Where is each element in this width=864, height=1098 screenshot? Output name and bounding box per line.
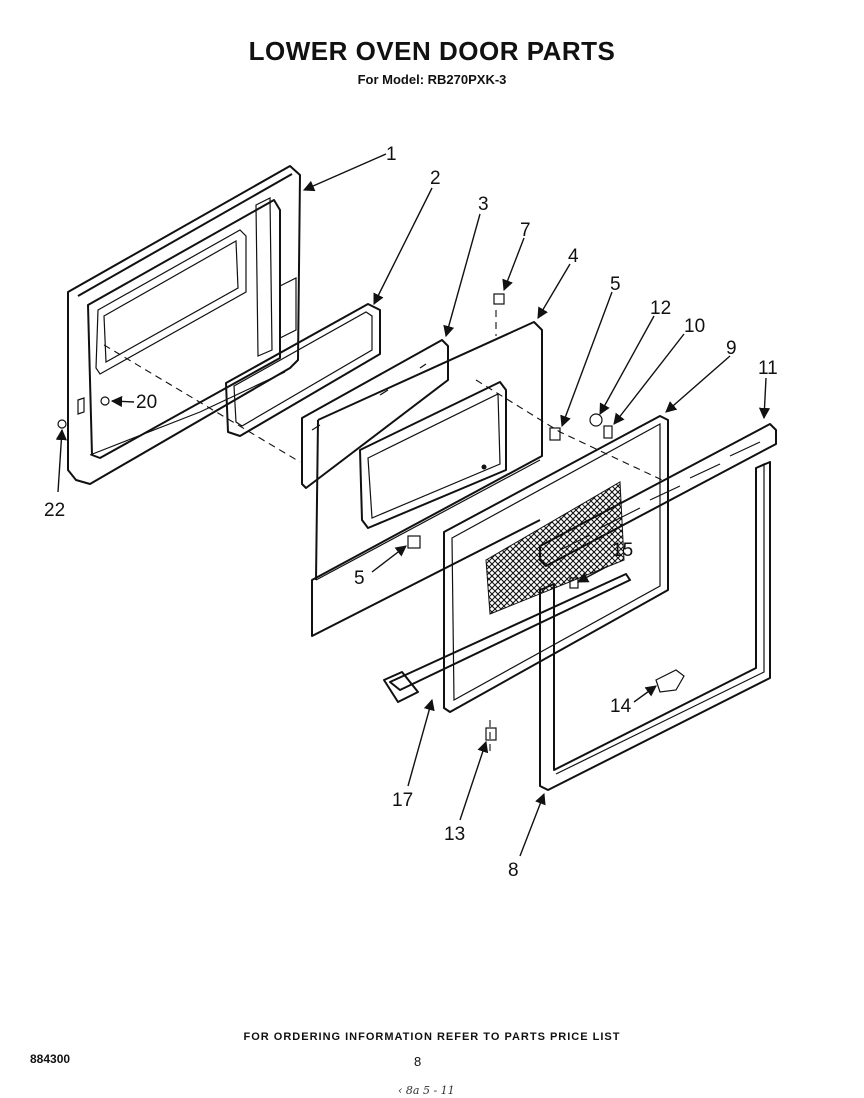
callout-5-lower: 5: [354, 568, 365, 589]
callout-15: 15: [612, 540, 633, 561]
callout-11: 11: [758, 358, 778, 379]
callout-1: 1: [386, 144, 397, 165]
part-15-clip: [569, 577, 579, 589]
page-title: LOWER OVEN DOOR PARTS: [248, 36, 616, 66]
part-22-screw: [57, 419, 67, 429]
part-20-screw: [100, 396, 110, 406]
callout-17: 17: [392, 790, 413, 811]
ordering-info-note: FOR ORDERING INFORMATION REFER TO PARTS …: [243, 1031, 621, 1043]
callout-20: 20: [136, 392, 157, 413]
callout-9: 9: [726, 338, 737, 359]
callout-13: 13: [444, 824, 465, 845]
handwritten-note: ‹ 8a 5 - 11: [398, 1084, 455, 1097]
part-14-bracket: [655, 669, 685, 693]
leader-lines: [55, 153, 771, 857]
door-gasket: [225, 303, 381, 437]
inner-door-panel: [67, 165, 301, 485]
callout-8: 8: [508, 860, 519, 881]
part-12-nut: [589, 413, 603, 427]
callout-14: 14: [610, 696, 632, 717]
callout-12: 12: [650, 298, 671, 319]
page-number: 8: [414, 1054, 422, 1069]
part-13-clip: [485, 727, 497, 741]
callout-7: 7: [520, 220, 531, 241]
inner-glass: [301, 339, 449, 489]
document-number: 884300: [30, 1052, 71, 1066]
part-5-bracket-lower: [407, 535, 421, 549]
callout-3: 3: [478, 194, 489, 215]
callout-10: 10: [684, 316, 705, 337]
callout-2: 2: [430, 168, 441, 189]
callout-4: 4: [568, 246, 579, 267]
outer-glass-with-mesh: [443, 415, 669, 713]
callout-22: 22: [44, 500, 65, 521]
callout-5-upper: 5: [610, 274, 621, 295]
model-subtitle: For Model: RB270PXK-3: [357, 72, 507, 87]
outer-door-frame: [539, 461, 771, 791]
small-parts: [57, 293, 685, 741]
alignment-lines: [103, 310, 663, 754]
hinge-bar: [383, 573, 631, 703]
part-10-spacer: [603, 425, 613, 439]
part-5-bracket-upper: [549, 427, 561, 441]
door-liner-panel: [311, 321, 543, 637]
part-7-clip: [493, 293, 505, 305]
vent-trim: [539, 423, 777, 567]
callout-labels: 1 2 3 7 4 5 12 10 9 11 20 22 5 15 14 17 …: [44, 144, 778, 881]
